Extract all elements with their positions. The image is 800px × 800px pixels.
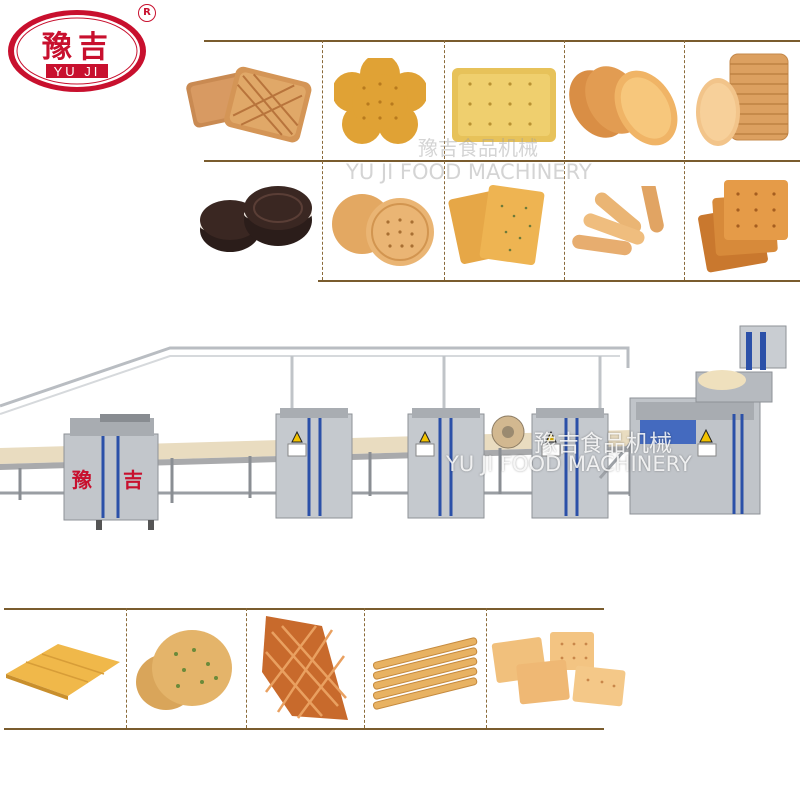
gallery-top-divider [322,40,323,280]
gallery-bottom-divider [486,608,487,728]
product-square-crackers [490,628,658,712]
product-breadsticks [368,630,482,710]
gallery-bottom-divider [246,608,247,728]
gallery-top-rule-3 [318,280,800,282]
product-lattice-biscuit [184,58,316,148]
product-square-cracker-stack [694,176,794,276]
product-oval-thin-biscuit [568,60,680,146]
watermark-cn-top: 豫吉食品机械 [418,136,538,160]
gallery-bottom-rule-1 [4,608,604,610]
product-flower-cracker [334,58,426,146]
product-sandwich-cookie [194,180,318,260]
product-round-docked-biscuit [328,190,440,266]
gallery-top-rule-2 [204,160,800,162]
logo-en-text: YU JI [53,64,101,79]
machine-front-label: 豫 吉 [72,468,155,492]
product-cheese-cracker-slices [4,640,122,700]
biscuit-production-line [0,318,800,540]
gallery-bottom-rule-2 [4,728,604,730]
gallery-top-divider [444,40,445,280]
brand-logo [6,8,148,94]
watermark-cn-machine: 豫吉食品机械 [534,431,672,457]
gallery-top-divider [564,40,565,280]
product-seaweed-rice-cracker [132,624,238,718]
gallery-top-divider [684,40,685,280]
gallery-bottom-divider [126,608,127,728]
gallery-top-rule-1 [204,40,800,42]
watermark-en-top: YU JI FOOD MACHINERY [346,160,592,184]
registered-mark-icon: R [138,4,156,22]
watermark-en-machine: YU JI FOOD MACHINERY [446,452,692,476]
gallery-bottom-divider [364,608,365,728]
product-finger-biscuit [568,186,680,266]
product-lattice-crisps [252,612,358,724]
product-square-soda-cracker [450,66,558,144]
logo-cn-text: 豫吉 [42,30,114,65]
product-round-biscuit-stack [694,50,794,150]
product-herb-cracker [448,180,560,270]
